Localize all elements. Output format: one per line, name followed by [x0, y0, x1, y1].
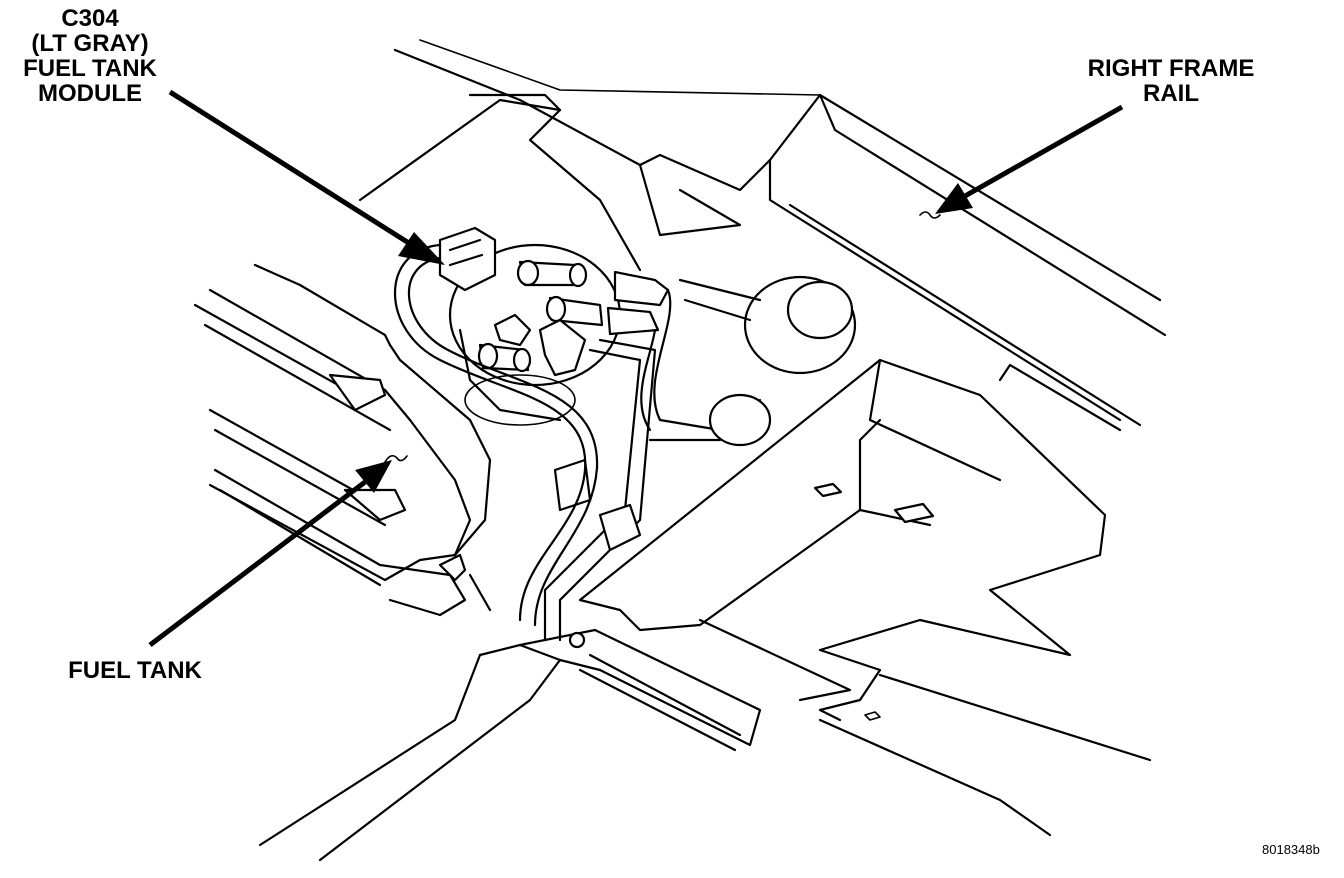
frame-rail-callout-arrow: [935, 104, 1124, 214]
frame-rail-label: RIGHT FRAME RAIL: [1066, 56, 1276, 106]
connector-callout-arrow: [168, 89, 445, 265]
fuel-tank-module: [394, 226, 857, 642]
crossmember-bracket: [578, 358, 1152, 837]
frame-rail-label-line1: RIGHT FRAME: [1087, 55, 1255, 82]
connector-label-line4: MODULE: [38, 80, 142, 107]
fuel-tank-callout-arrow: [148, 460, 392, 647]
connector-label-line1: C304: [61, 5, 119, 32]
right-frame-rail: [393, 39, 1167, 427]
connector-label-line2: (LT GRAY): [31, 30, 149, 57]
connector-label-line3: FUEL TANK: [23, 55, 157, 82]
fuel-tank-label-text: FUEL TANK: [68, 657, 202, 684]
tank-strap: [258, 628, 762, 862]
figure-reference-id: 8018348b: [1262, 842, 1320, 857]
connector-label: C304 (LT GRAY) FUEL TANK MODULE: [10, 6, 170, 106]
frame-rail-label-line2: RAIL: [1143, 80, 1199, 107]
fuel-tank-label: FUEL TANK: [50, 658, 220, 683]
